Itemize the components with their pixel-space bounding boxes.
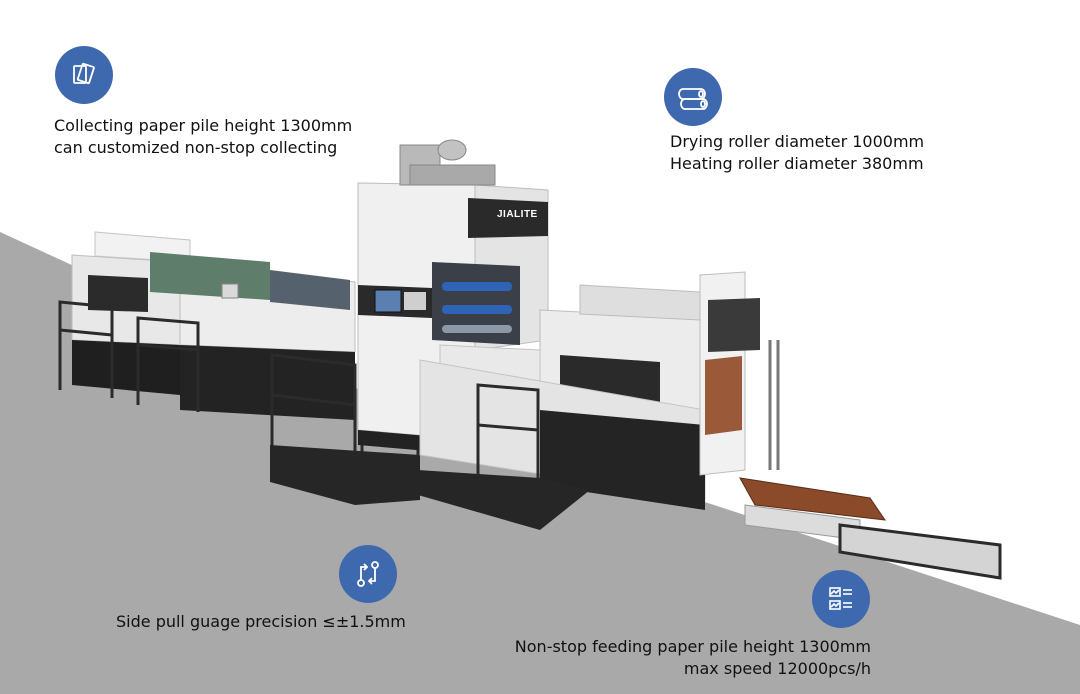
platform-right	[418, 470, 590, 530]
feature-feeder-line-2: max speed 12000pcs/h	[683, 659, 871, 678]
platform-left	[270, 445, 420, 505]
feed-table	[739, 477, 1002, 580]
roller-icon	[664, 68, 722, 126]
brand-logo-text: JIALITE	[497, 208, 538, 220]
feature-collecting-line-2: can customized non-stop collecting	[54, 138, 338, 157]
collector-unit	[71, 231, 356, 420]
feeder-icon	[812, 570, 870, 628]
feature-rollers-line-2: Heating roller diameter 380mm	[670, 154, 924, 173]
feature-feeder-text: Non-stop feeding paper pile height 1300m…	[515, 636, 871, 680]
brand-plate	[478, 204, 548, 226]
feature-collecting-text: Collecting paper pile height 1300mm can …	[54, 115, 352, 159]
feature-collecting-line-1: Collecting paper pile height 1300mm	[54, 116, 353, 135]
feature-side-pull-line-1: Side pull guage precision ≤±1.5mm	[116, 612, 406, 631]
paper-stack-icon	[55, 46, 113, 104]
feeder-unit	[419, 271, 780, 510]
feature-side-pull-text: Side pull guage precision ≤±1.5mm	[116, 611, 406, 633]
feature-rollers-text: Drying roller diameter 1000mm Heating ro…	[670, 131, 924, 175]
side-pull-icon	[339, 545, 397, 603]
feature-feeder-line-1: Non-stop feeding paper pile height 1300m…	[514, 637, 871, 656]
railing-right	[476, 383, 540, 518]
feature-rollers-line-1: Drying roller diameter 1000mm	[670, 132, 925, 151]
